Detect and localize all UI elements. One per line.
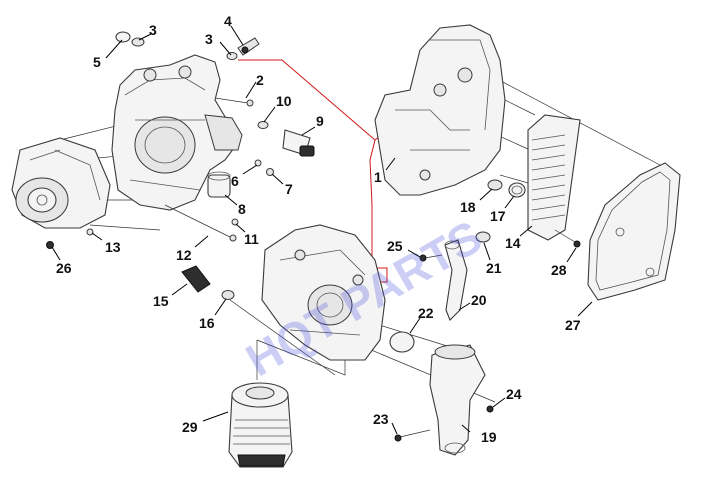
callout-28: 28 xyxy=(551,262,567,278)
outlet-pipe xyxy=(389,331,494,456)
callout-numbers: 5 3 3 4 2 10 9 6 7 8 11 12 13 26 15 16 2… xyxy=(56,13,581,445)
callout-18: 18 xyxy=(460,199,476,215)
callout-2: 2 xyxy=(256,72,264,88)
callout-6: 6 xyxy=(231,173,239,189)
callout-1: 1 xyxy=(374,169,382,185)
housing-main xyxy=(111,54,243,211)
callout-27: 27 xyxy=(565,317,581,333)
callout-13: 13 xyxy=(105,239,121,255)
gasket xyxy=(587,162,681,301)
housing-lower xyxy=(261,224,386,361)
callout-29: 29 xyxy=(182,419,198,435)
water-tube xyxy=(419,231,491,321)
water-pump xyxy=(11,137,111,229)
housing-right xyxy=(374,24,526,198)
callout-26: 26 xyxy=(56,260,72,276)
callout-23: 23 xyxy=(373,411,389,427)
callout-14: 14 xyxy=(505,235,521,251)
callout-22: 22 xyxy=(418,305,434,321)
callout-21: 21 xyxy=(486,260,502,276)
oil-cooler xyxy=(527,114,581,248)
callout-4: 4 xyxy=(224,13,232,29)
callout-7: 7 xyxy=(285,181,293,197)
callout-8: 8 xyxy=(238,201,246,217)
callout-20: 20 xyxy=(471,292,487,308)
oil-filter xyxy=(228,382,293,468)
leader-lines xyxy=(51,25,593,435)
callout-3: 3 xyxy=(205,31,213,47)
callout-12: 12 xyxy=(176,247,192,263)
callout-24: 24 xyxy=(506,386,522,402)
callout-16: 16 xyxy=(199,315,215,331)
callout-9: 9 xyxy=(316,113,324,129)
callout-19: 19 xyxy=(481,429,497,445)
fitting-15 xyxy=(181,265,235,300)
callout-10: 10 xyxy=(276,93,292,109)
small-parts-upper-left xyxy=(46,31,315,249)
callout-25: 25 xyxy=(387,238,403,254)
callout-3: 3 xyxy=(149,22,157,38)
callout-17: 17 xyxy=(490,208,506,224)
callout-11: 11 xyxy=(244,231,259,247)
callout-15: 15 xyxy=(153,293,169,309)
callout-5: 5 xyxy=(93,54,101,70)
